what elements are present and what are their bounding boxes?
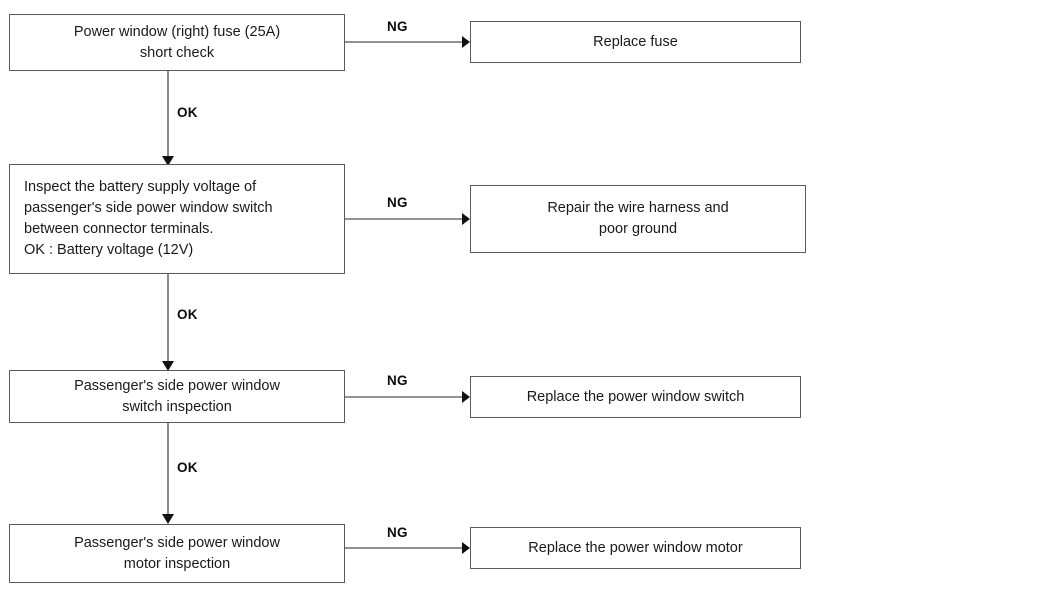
result-box-2[interactable]: Repair the wire harness and poor ground — [470, 185, 806, 253]
ng-arrow-head-1 — [462, 36, 470, 48]
result-box-3[interactable]: Replace the power window switch — [470, 376, 801, 418]
ok-arrow-head-3 — [162, 514, 174, 524]
ng-label-2: NG — [387, 195, 408, 210]
step-box-1[interactable]: Power window (right) fuse (25A) short ch… — [9, 14, 345, 71]
step-box-2[interactable]: Inspect the battery supply voltage of pa… — [9, 164, 345, 274]
result-box-4[interactable]: Replace the power window motor — [470, 527, 801, 569]
ok-label-3: OK — [177, 460, 198, 475]
step-box-3[interactable]: Passenger's side power window switch ins… — [9, 370, 345, 423]
ng-arrow-head-2 — [462, 213, 470, 225]
ng-arrow-head-3 — [462, 391, 470, 403]
ok-label-2: OK — [177, 307, 198, 322]
ng-label-1: NG — [387, 19, 408, 34]
ng-label-4: NG — [387, 525, 408, 540]
result-box-1[interactable]: Replace fuse — [470, 21, 801, 63]
ng-arrow-head-4 — [462, 542, 470, 554]
ng-label-3: NG — [387, 373, 408, 388]
ok-label-1: OK — [177, 105, 198, 120]
step-box-4[interactable]: Passenger's side power window motor insp… — [9, 524, 345, 583]
